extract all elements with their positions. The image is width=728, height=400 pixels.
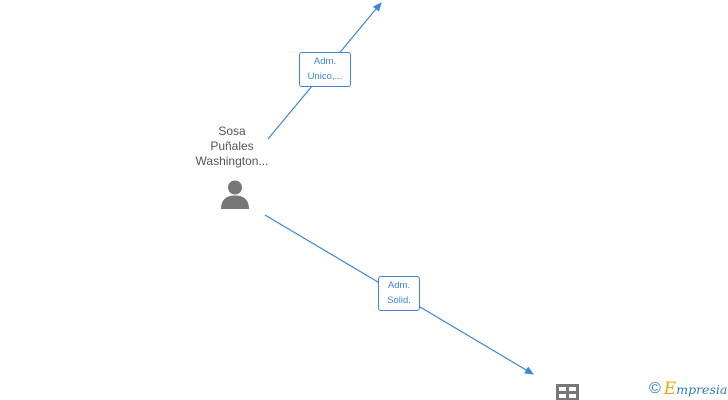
building-icon[interactable]: [556, 384, 579, 400]
empresia-logo: © E mpresia: [649, 378, 727, 400]
logo-wordmark: mpresia: [676, 381, 728, 397]
person-name-line-2: Puñales: [210, 139, 254, 153]
copyright-icon: ©: [649, 380, 661, 397]
relation-label-1-line-1: Adm.: [313, 56, 337, 67]
relation-label-adm-solid[interactable]: Adm. Solid.: [378, 276, 420, 311]
person-icon[interactable]: [219, 179, 251, 211]
logo-letter-e: E: [663, 379, 677, 399]
relation-label-adm-unico[interactable]: Adm. Unico,...: [299, 52, 351, 87]
person-name-line-1: Sosa: [218, 124, 246, 138]
person-name-line-3: Washington...: [195, 154, 269, 168]
person-name[interactable]: Sosa Puñales Washington...: [182, 124, 282, 169]
relation-label-2-line-1: Adm.: [387, 280, 411, 291]
relation-label-1-line-2: Unico,...: [307, 71, 343, 82]
relation-label-2-line-2: Solid.: [387, 295, 411, 306]
